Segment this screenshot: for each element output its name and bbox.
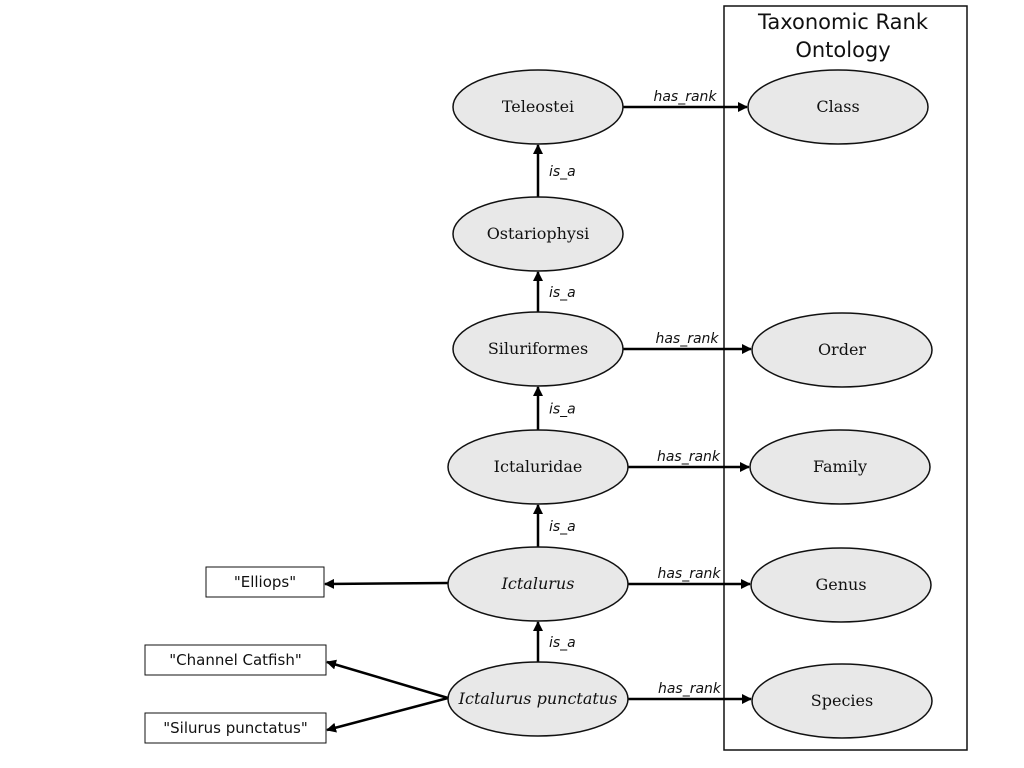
taxon-ictalurus-label: Ictalurus [501, 574, 575, 593]
rank-species-label: Species [811, 691, 873, 710]
taxon-ictalurus-punctatus: Ictalurus punctatus [447, 661, 629, 737]
taxon-ostariophysi-ellipse [452, 196, 624, 272]
taxon-ostariophysi-label: Ostariophysi [487, 224, 590, 243]
edges-layer: is_a is_a is_a is_a is_a has_rank has_rank has_… [324, 89, 752, 733]
is-a-edge-ostariophysi-label: is_a [549, 164, 576, 180]
rank-genus-ellipse [750, 547, 932, 623]
name-elliops-box [205, 566, 325, 598]
taxon-teleostei-label: Teleostei [502, 97, 574, 116]
rank-class: Class [747, 69, 929, 145]
rank-family-label: Family [813, 457, 867, 476]
is-a-edge-ictalurus-punctatus-label: is_a [549, 635, 576, 651]
has-rank-edge-siluriformes-label: has_rank [655, 331, 719, 347]
taxon-ictaluridae: Ictaluridae [447, 429, 629, 505]
rank-genus: Genus [750, 547, 932, 623]
taxon-ictaluridae-ellipse [447, 429, 629, 505]
taxon-siluriformes: Siluriformes [452, 311, 624, 387]
has-rank-edge-teleostei-label: has_rank [653, 89, 717, 105]
has-rank-edge-ictaluridae-label: has_rank [657, 449, 721, 465]
taxon-siluriformes-ellipse [452, 311, 624, 387]
rank-order: Order [751, 312, 933, 388]
taxon-siluriformes-label: Siluriformes [488, 339, 588, 358]
taxon-ictalurus: Ictalurus [447, 546, 629, 622]
has-rank-edge-ictalurus-punctatus-label: has_rank [658, 681, 722, 697]
taxon-ictalurus-punctatus-ellipse [447, 661, 629, 737]
rank-order-ellipse [751, 312, 933, 388]
nodes-layer: TeleosteiOstariophysiSiluriformesIctalur… [144, 69, 933, 744]
taxon-ictalurus-punctatus-label: Ictalurus punctatus [458, 689, 618, 708]
rank-ontology-panel [723, 5, 968, 751]
name-channel-catfish-box [144, 644, 327, 676]
name-elliops: "Elliops" [205, 566, 325, 598]
rank-class-ellipse [747, 69, 929, 145]
rank-species-ellipse [751, 663, 933, 739]
name-silurus-punctatus-box [144, 712, 327, 744]
name-edge-silurus-punctatus [326, 696, 449, 733]
is-a-edge-ictaluridae-label: is_a [549, 402, 576, 418]
panel-title-line-1: Taxonomic Rank [757, 10, 929, 34]
name-elliops-label: "Elliops" [234, 573, 296, 591]
has-rank-edge-ictalurus-label: has_rank [657, 566, 721, 582]
rank-class-label: Class [816, 97, 859, 116]
name-channel-catfish-label: "Channel Catfish" [169, 651, 301, 669]
name-edge-channel-catfish [326, 659, 449, 700]
taxon-teleostei: Teleostei [452, 69, 624, 145]
name-channel-catfish: "Channel Catfish" [144, 644, 327, 676]
rank-genus-label: Genus [815, 575, 866, 594]
taxon-ictalurus-ellipse [447, 546, 629, 622]
name-silurus-punctatus-label: "Silurus punctatus" [163, 719, 307, 737]
rank-family-ellipse [749, 429, 931, 505]
taxon-ictaluridae-label: Ictaluridae [494, 457, 583, 476]
name-silurus-punctatus: "Silurus punctatus" [144, 712, 327, 744]
rank-species: Species [751, 663, 933, 739]
name-edge-elliops [324, 578, 449, 589]
panel-title-line-2: Ontology [795, 38, 890, 62]
is-a-edge-ictalurus-label: is_a [549, 519, 576, 535]
rank-family: Family [749, 429, 931, 505]
rank-order-label: Order [818, 340, 866, 359]
is-a-edge-siluriformes-label: is_a [549, 285, 576, 301]
taxon-teleostei-ellipse [452, 69, 624, 145]
taxon-ostariophysi: Ostariophysi [452, 196, 624, 272]
